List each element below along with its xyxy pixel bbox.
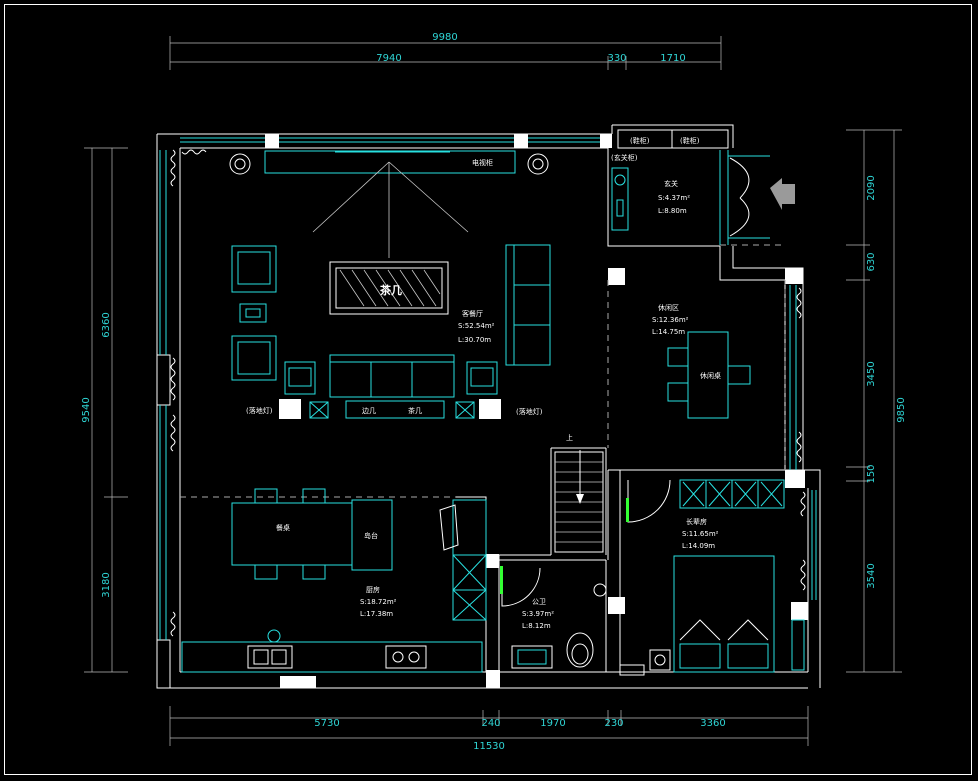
dim-bottom-2: 240 (481, 718, 500, 729)
dim-bottom-4: 230 (604, 718, 623, 729)
bedroom-furniture (626, 479, 805, 673)
kitchen-furniture: 餐桌 岛台 (181, 488, 487, 673)
dimension-right: 2090 630 3450 150 3540 9850 (846, 129, 907, 673)
bedroom-area: S:11.65m² (682, 530, 719, 538)
leisure-perimeter: L:14.75m (652, 328, 685, 336)
entrance-furniture: (鞋柜) (鞋柜) (玄关柜) (611, 129, 795, 245)
kitchen-perimeter: L:17.38m (360, 610, 393, 618)
dim-top-total: 9980 (432, 32, 457, 43)
bathroom-perimeter: L:8.12m (522, 622, 551, 630)
living-name: 客餐厅 (462, 309, 483, 318)
dimension-left: 9540 6360 3180 (81, 147, 128, 673)
label-tv-cabinet: 电视柜 (472, 158, 493, 167)
dim-left-total: 9540 (81, 397, 92, 422)
bathroom-name: 公卫 (532, 598, 546, 606)
label-island: 岛台 (364, 531, 378, 540)
room-label-kitchen: 厨房 S:18.72m² L:17.38m (360, 585, 397, 618)
dim-right-2: 630 (866, 252, 877, 271)
label-coffee-small: 茶几 (408, 406, 422, 415)
dim-top-1: 7940 (376, 53, 401, 64)
dim-right-4: 150 (866, 464, 877, 483)
label-lamp-right: (落地灯) (516, 407, 543, 416)
dim-right-total: 9850 (896, 397, 907, 422)
dim-bottom-5: 3360 (700, 718, 725, 729)
label-shoe-cabinet-2: (鞋柜) (680, 136, 700, 145)
dimension-top: 9980 7940 330 1710 (169, 32, 722, 70)
dim-right-3: 3450 (866, 361, 877, 386)
label-leisure-table: 休闲桌 (700, 371, 721, 380)
room-label-bedroom: 长辈房 S:11.65m² L:14.09m (682, 517, 719, 550)
label-stairs-up: 上 (566, 433, 573, 442)
dim-bottom-1: 5730 (314, 718, 339, 729)
room-label-living: 客餐厅 S:52.54m² L:30.70m (458, 309, 495, 344)
bedroom-perimeter: L:14.09m (682, 542, 715, 550)
dim-right-5: 3540 (866, 563, 877, 588)
label-entrance-cabinet: (玄关柜) (611, 153, 638, 162)
bedroom-name: 长辈房 (686, 517, 707, 526)
dim-top-3: 1710 (660, 53, 685, 64)
bathroom-furniture (500, 566, 607, 669)
dim-left-2: 3180 (101, 572, 112, 597)
dim-bottom-3: 1970 (540, 718, 565, 729)
label-dining-table: 餐桌 (276, 523, 290, 532)
zone-dividers (180, 244, 786, 498)
room-label-entrance: 玄关 S:4.37m² L:8.80m (658, 179, 690, 215)
entrance-perimeter: L:8.80m (658, 207, 687, 215)
bathroom-area: S:3.97m² (522, 610, 554, 618)
dim-left-1: 6360 (101, 312, 112, 337)
entrance-name: 玄关 (664, 179, 678, 188)
living-area: S:52.54m² (458, 322, 495, 330)
windows (159, 137, 817, 640)
dim-top-2: 330 (607, 53, 626, 64)
dim-bottom-total: 11530 (473, 741, 505, 752)
kitchen-area: S:18.72m² (360, 598, 397, 606)
leisure-name: 休闲区 (658, 303, 679, 312)
leisure-area: S:12.36m² (652, 316, 689, 324)
room-label-bathroom: 公卫 S:3.97m² L:8.12m (522, 598, 554, 630)
stairs: 上 (554, 433, 604, 553)
label-lamp-left: (落地灯) (246, 406, 273, 415)
label-coffee-table: 茶几 (379, 283, 402, 297)
dimension-bottom: 5730 240 1970 230 3360 11530 (169, 706, 809, 752)
entrance-area: S:4.37m² (658, 194, 690, 202)
drawing-frame (4, 4, 972, 775)
kitchen-name: 厨房 (366, 585, 380, 594)
label-shoe-cabinet-1: (鞋柜) (630, 136, 650, 145)
leisure-furniture: 休闲桌 (667, 331, 751, 419)
living-perimeter: L:30.70m (458, 336, 491, 344)
room-label-leisure: 休闲区 S:12.36m² L:14.75m (652, 303, 689, 336)
label-side-table: 边几 (362, 406, 376, 415)
living-room-furniture: 电视柜 茶几 (229, 150, 551, 419)
dim-right-1: 2090 (866, 175, 877, 200)
